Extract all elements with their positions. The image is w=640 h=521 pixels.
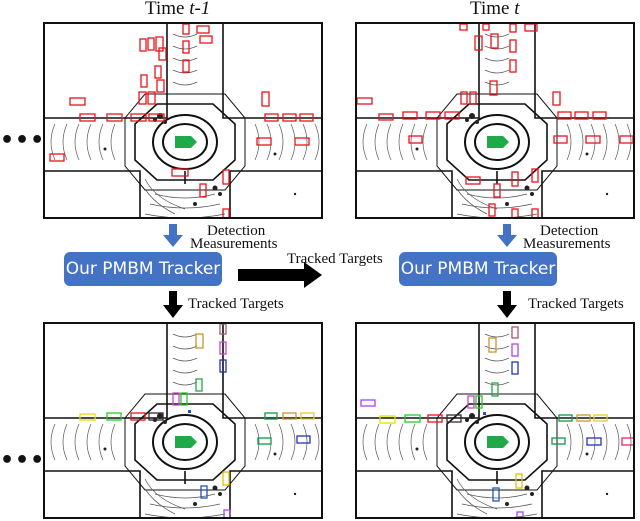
tracked-targets-left-label: Tracked Targets bbox=[188, 296, 284, 312]
title-var: t bbox=[514, 0, 520, 19]
detection-arrow-left-icon bbox=[163, 224, 183, 247]
panel-detections-t bbox=[355, 22, 635, 219]
panel-tracks-t bbox=[355, 322, 635, 519]
detection-label-left-line1: Detection bbox=[207, 223, 266, 239]
detection-label-left-line2: Measurements bbox=[190, 236, 278, 252]
detection-arrow-right-icon bbox=[497, 224, 517, 247]
panel-tracks-t-minus-1 bbox=[43, 322, 323, 519]
tracked-arrow-right-icon bbox=[497, 291, 517, 318]
detection-label-right-line2: Measurements bbox=[523, 236, 611, 252]
pmbm-tracker-left: Our PMBM Tracker bbox=[64, 252, 222, 286]
title-var: t-1 bbox=[189, 0, 211, 19]
title-prefix: Time bbox=[145, 0, 190, 19]
detection-boxes bbox=[357, 24, 633, 217]
pmbm-tracker-right: Our PMBM Tracker bbox=[399, 252, 557, 286]
title-prefix: Time bbox=[470, 0, 515, 19]
title-time-t: Time t bbox=[470, 0, 519, 20]
detection-boxes bbox=[49, 24, 314, 217]
ellipsis-top: ••• bbox=[0, 128, 46, 153]
track-boxes bbox=[79, 324, 315, 517]
track-boxes bbox=[360, 326, 633, 517]
detection-label-right-line1: Detection bbox=[540, 223, 599, 239]
tracked-targets-right-label: Tracked Targets bbox=[528, 296, 624, 312]
ellipsis-bottom: ••• bbox=[0, 448, 46, 473]
tracked-arrow-left-icon bbox=[163, 291, 183, 318]
tracked-targets-right-arrow-icon bbox=[238, 262, 322, 288]
title-time-t-minus-1: Time t-1 bbox=[145, 0, 210, 20]
panel-detections-t-minus-1 bbox=[43, 22, 323, 219]
tracked-targets-horizontal-label: Tracked Targets bbox=[287, 251, 383, 267]
